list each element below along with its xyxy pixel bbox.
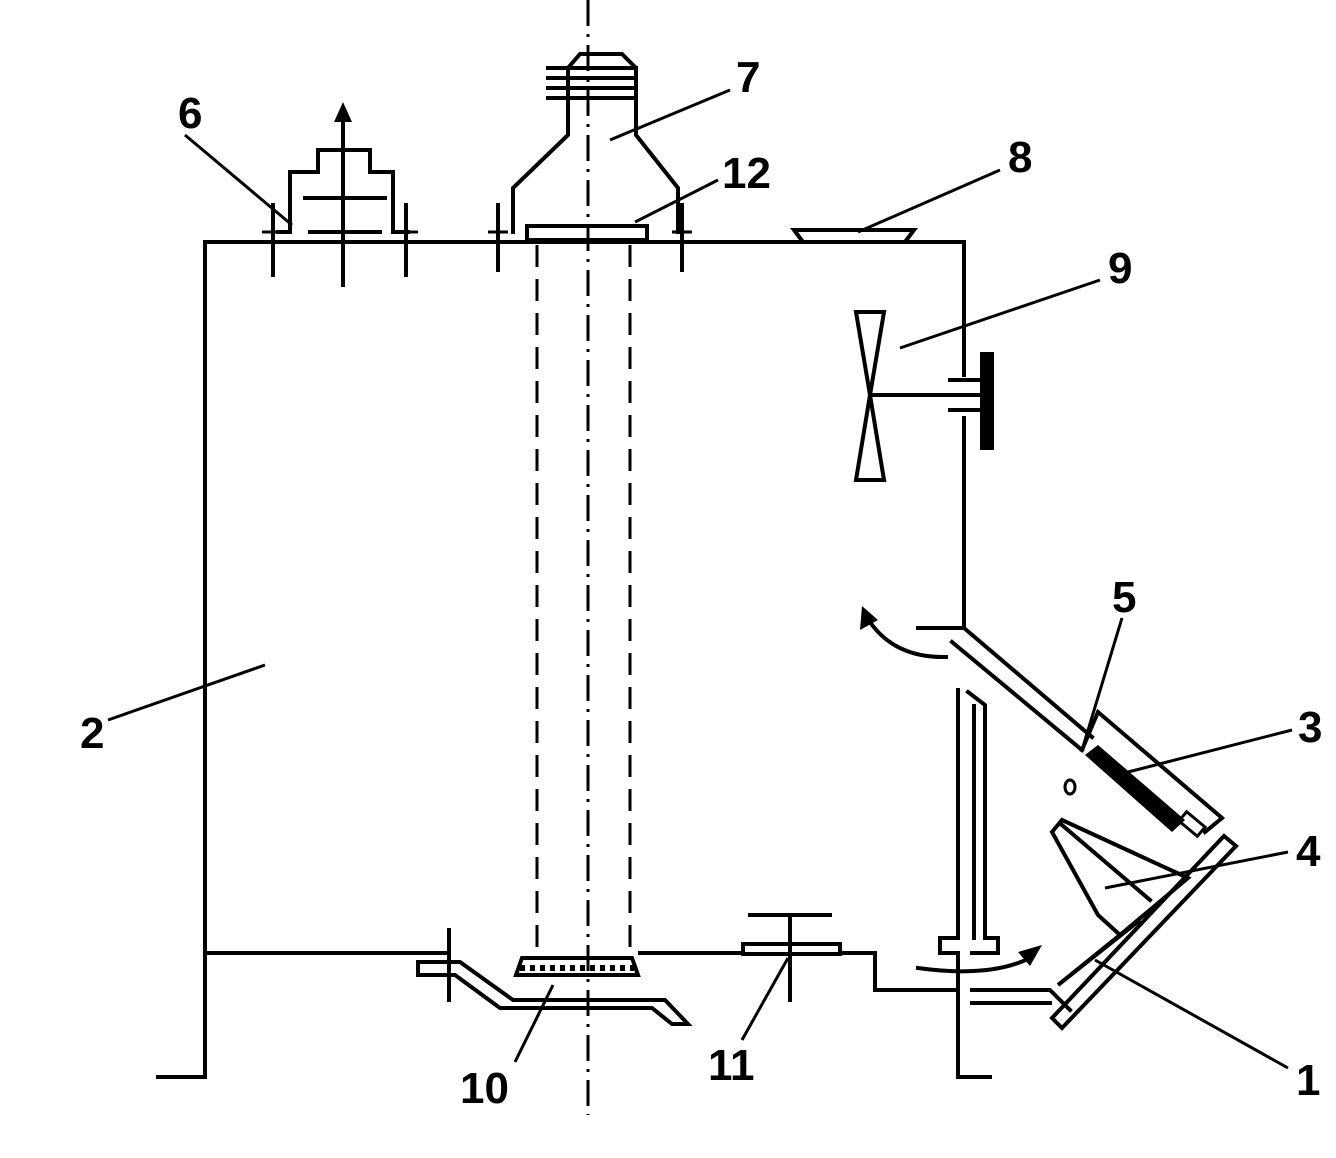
label-12: 12 [722,149,771,198]
valve-11 [741,913,842,1002]
label-1: 1 [1296,1056,1320,1105]
label-11: 11 [708,1041,755,1090]
label-7: 7 [736,53,760,102]
electron-gun [488,52,692,272]
side-chamber [916,626,1095,1079]
sample-holder-3 [1085,745,1185,832]
target-10 [416,928,693,1026]
port-8 [790,228,918,244]
callout-labels: 6 7 12 8 9 5 3 4 1 2 10 11 [80,53,1322,1113]
label-10: 10 [460,1064,509,1113]
flow-arrows [860,606,1042,974]
inclined-housing [1049,708,1239,1031]
fan-motor [980,352,994,450]
leader-lines [107,88,1293,1070]
label-9: 9 [1108,244,1132,293]
beam-path [535,0,632,1115]
fan-impeller [853,310,994,482]
label-3: 3 [1298,703,1322,752]
label-6: 6 [178,89,202,138]
detector-5 [1063,778,1077,796]
label-4: 4 [1296,827,1321,876]
label-5: 5 [1112,573,1136,622]
label-2: 2 [80,709,104,758]
vessel-body [156,240,966,1079]
outlet-valve [262,102,418,287]
label-8: 8 [1008,133,1032,182]
